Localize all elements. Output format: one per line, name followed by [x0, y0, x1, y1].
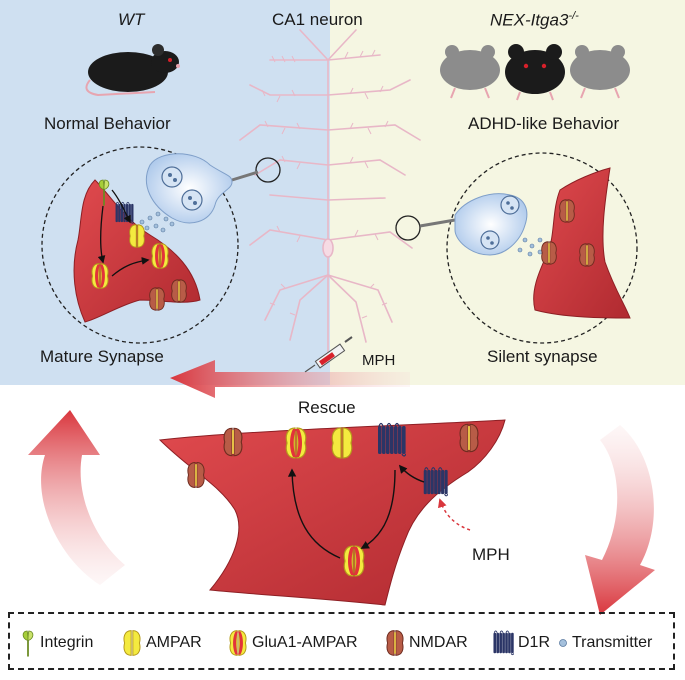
legend: Integrin AMPAR GluA1-AMPAR NMDAR D1R Tra… — [8, 612, 675, 670]
ko-panel — [330, 0, 685, 385]
ko-synapse-label: Silent synapse — [487, 347, 598, 366]
legend-item-glua1-ampar: GluA1-AMPAR — [228, 628, 358, 658]
wt-transmitter-dots — [139, 211, 175, 233]
legend-label-nmdar: NMDAR — [409, 634, 468, 651]
feedback-arrow-up — [28, 410, 125, 585]
ko-genotype-label: NEX-Itga3-/- — [490, 10, 579, 31]
wt-mouse-icon — [85, 44, 180, 97]
mph-top-label: MPH — [362, 352, 396, 369]
legend-item-transmitter: Transmitter — [558, 628, 652, 658]
wt-label: WT — [118, 10, 145, 29]
ampar-icon — [122, 629, 142, 657]
legend-label-integrin: Integrin — [40, 634, 94, 651]
ko-transmitter-dots — [517, 237, 543, 257]
ko-genotype-prefix: NEX-Itga3 — [490, 10, 569, 30]
legend-item-integrin: Integrin — [20, 628, 93, 658]
ca1-neuron-title: CA1 neuron — [272, 10, 363, 29]
mph-bottom-label: MPH — [472, 545, 510, 564]
ko-behavior-label: ADHD-like Behavior — [468, 114, 620, 133]
zoom-circle-left — [255, 157, 281, 183]
legend-item-ampar: AMPAR — [122, 628, 202, 658]
zoom-circle-right — [395, 215, 421, 241]
wt-behavior-label: Normal Behavior — [44, 114, 171, 133]
dendritic-spines — [261, 49, 389, 319]
legend-label-d1r: D1R — [518, 634, 551, 651]
legend-label-ampar: AMPAR — [146, 634, 202, 651]
rescue-arrow-left — [170, 360, 410, 398]
syringe-icon — [304, 336, 353, 373]
legend-label-transmitter: Transmitter — [572, 634, 653, 651]
feedback-arrow-down — [585, 425, 655, 615]
integrin-icon — [20, 629, 36, 657]
rescue-postsynaptic-spine — [158, 419, 506, 606]
legend-item-nmdar: NMDAR — [385, 628, 468, 658]
glua1-ampar-icon — [228, 629, 248, 657]
silent-synapse-circle — [446, 152, 638, 344]
nmdar-icon — [385, 629, 405, 657]
legend-label-glua1-ampar: GluA1-AMPAR — [252, 634, 358, 651]
wt-synapse-label: Mature Synapse — [40, 347, 164, 366]
ca1-neuron — [239, 29, 421, 361]
legend-item-d1r: D1R — [492, 628, 550, 658]
ko-mice-icon — [440, 44, 630, 101]
mature-synapse-circle — [41, 146, 239, 344]
transmitter-icon — [559, 639, 567, 647]
ko-genotype-superscript: -/- — [568, 10, 579, 22]
d1r-icon — [492, 628, 514, 658]
rescue-label: Rescue — [298, 398, 356, 417]
